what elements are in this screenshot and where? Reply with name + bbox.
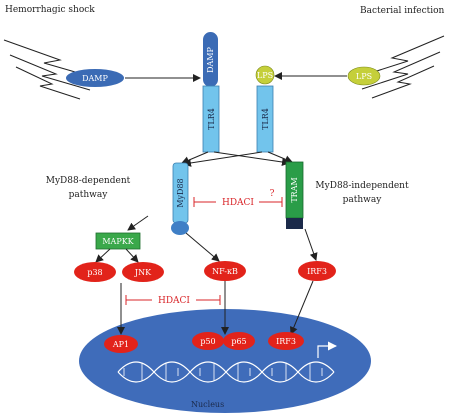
dna-helix — [117, 361, 335, 383]
damp-receptor-ligand — [203, 32, 218, 87]
irf3-label: IRF3 — [307, 267, 327, 276]
hdaci-bottom-label: HDACI — [158, 296, 190, 306]
lightning-right-icon — [357, 35, 445, 99]
p38-node — [74, 262, 116, 282]
tram-base — [286, 218, 303, 229]
irf3-node — [298, 261, 336, 281]
lps-receptor-label: LPS — [257, 71, 273, 80]
lightning-left-icon — [3, 39, 97, 100]
hdaci-top-label: HDACI — [222, 198, 254, 208]
mapkk-label: MAPKK — [102, 237, 134, 246]
tlr4-right-to-myd88-arrow — [183, 151, 263, 167]
tlr4-left-receptor — [202, 85, 220, 153]
damp-ligand — [66, 69, 124, 87]
bacterial-infection-label: Bacterial infection — [360, 6, 445, 16]
p65-node — [223, 332, 255, 350]
nfkb-label: NF-κB — [212, 267, 238, 276]
mapkk-box — [95, 232, 141, 250]
tlr4-right-to-tram-arrow — [267, 151, 293, 163]
myd88-to-mapkk-arrow — [127, 215, 149, 231]
nfkb-node — [204, 261, 246, 281]
mapkk-to-jnk-arrow — [125, 248, 139, 263]
myd88-independent-label-line1: MyD88-independent — [315, 181, 409, 191]
irf3-to-nuclear-arrow — [289, 280, 314, 335]
mapkk-to-p38-arrow — [95, 248, 111, 263]
jnk-label: JNK — [134, 268, 152, 277]
myd88-independent-label-line2: pathway — [343, 195, 383, 205]
myd88-death-domain — [171, 221, 189, 235]
tram-label: TRAM — [290, 177, 299, 202]
tlr4-left-label: TLR4 — [207, 108, 216, 130]
myd88-dependent-label-line1: MyD88-dependent — [46, 176, 131, 186]
tram-to-irf3-arrow — [304, 228, 318, 261]
jnk-node — [122, 262, 164, 282]
irf3-nuclear-label: IRF3 — [276, 337, 296, 346]
myd88-to-nfkb-arrow — [185, 232, 220, 262]
damp-receptor-label: DAMP — [206, 47, 215, 73]
hemorrhagic-shock-label: Hemorrhagic shock — [5, 5, 95, 15]
hdaci-top-inhibition — [193, 197, 283, 207]
irf3-nuclear-node — [268, 332, 304, 350]
lps-ligand — [347, 66, 381, 86]
hdaci-question-mark: ? — [270, 189, 275, 199]
lps-receptor-ligand — [255, 65, 275, 85]
p50-node — [192, 332, 224, 350]
ap1-node — [104, 335, 138, 353]
damp-ligand-label: DAMP — [82, 74, 108, 83]
myd88-label: MyD88 — [176, 178, 185, 207]
p50-label: p50 — [200, 337, 215, 346]
ap1-label: AP1 — [112, 340, 129, 349]
p65-label: p65 — [231, 337, 246, 346]
transcription-arrow — [317, 341, 337, 358]
nucleus-label: Nucleus — [191, 400, 224, 409]
p38-label: p38 — [87, 268, 102, 277]
tlr4-right-receptor — [256, 85, 274, 153]
tlr4-left-to-tram-arrow — [213, 151, 290, 166]
tlr4-right-label: TLR4 — [261, 108, 270, 130]
lps-ligand-label: LPS — [356, 72, 372, 81]
hdaci-bottom-inhibition — [125, 295, 221, 305]
myd88-dependent-label-line2: pathway — [69, 190, 109, 200]
